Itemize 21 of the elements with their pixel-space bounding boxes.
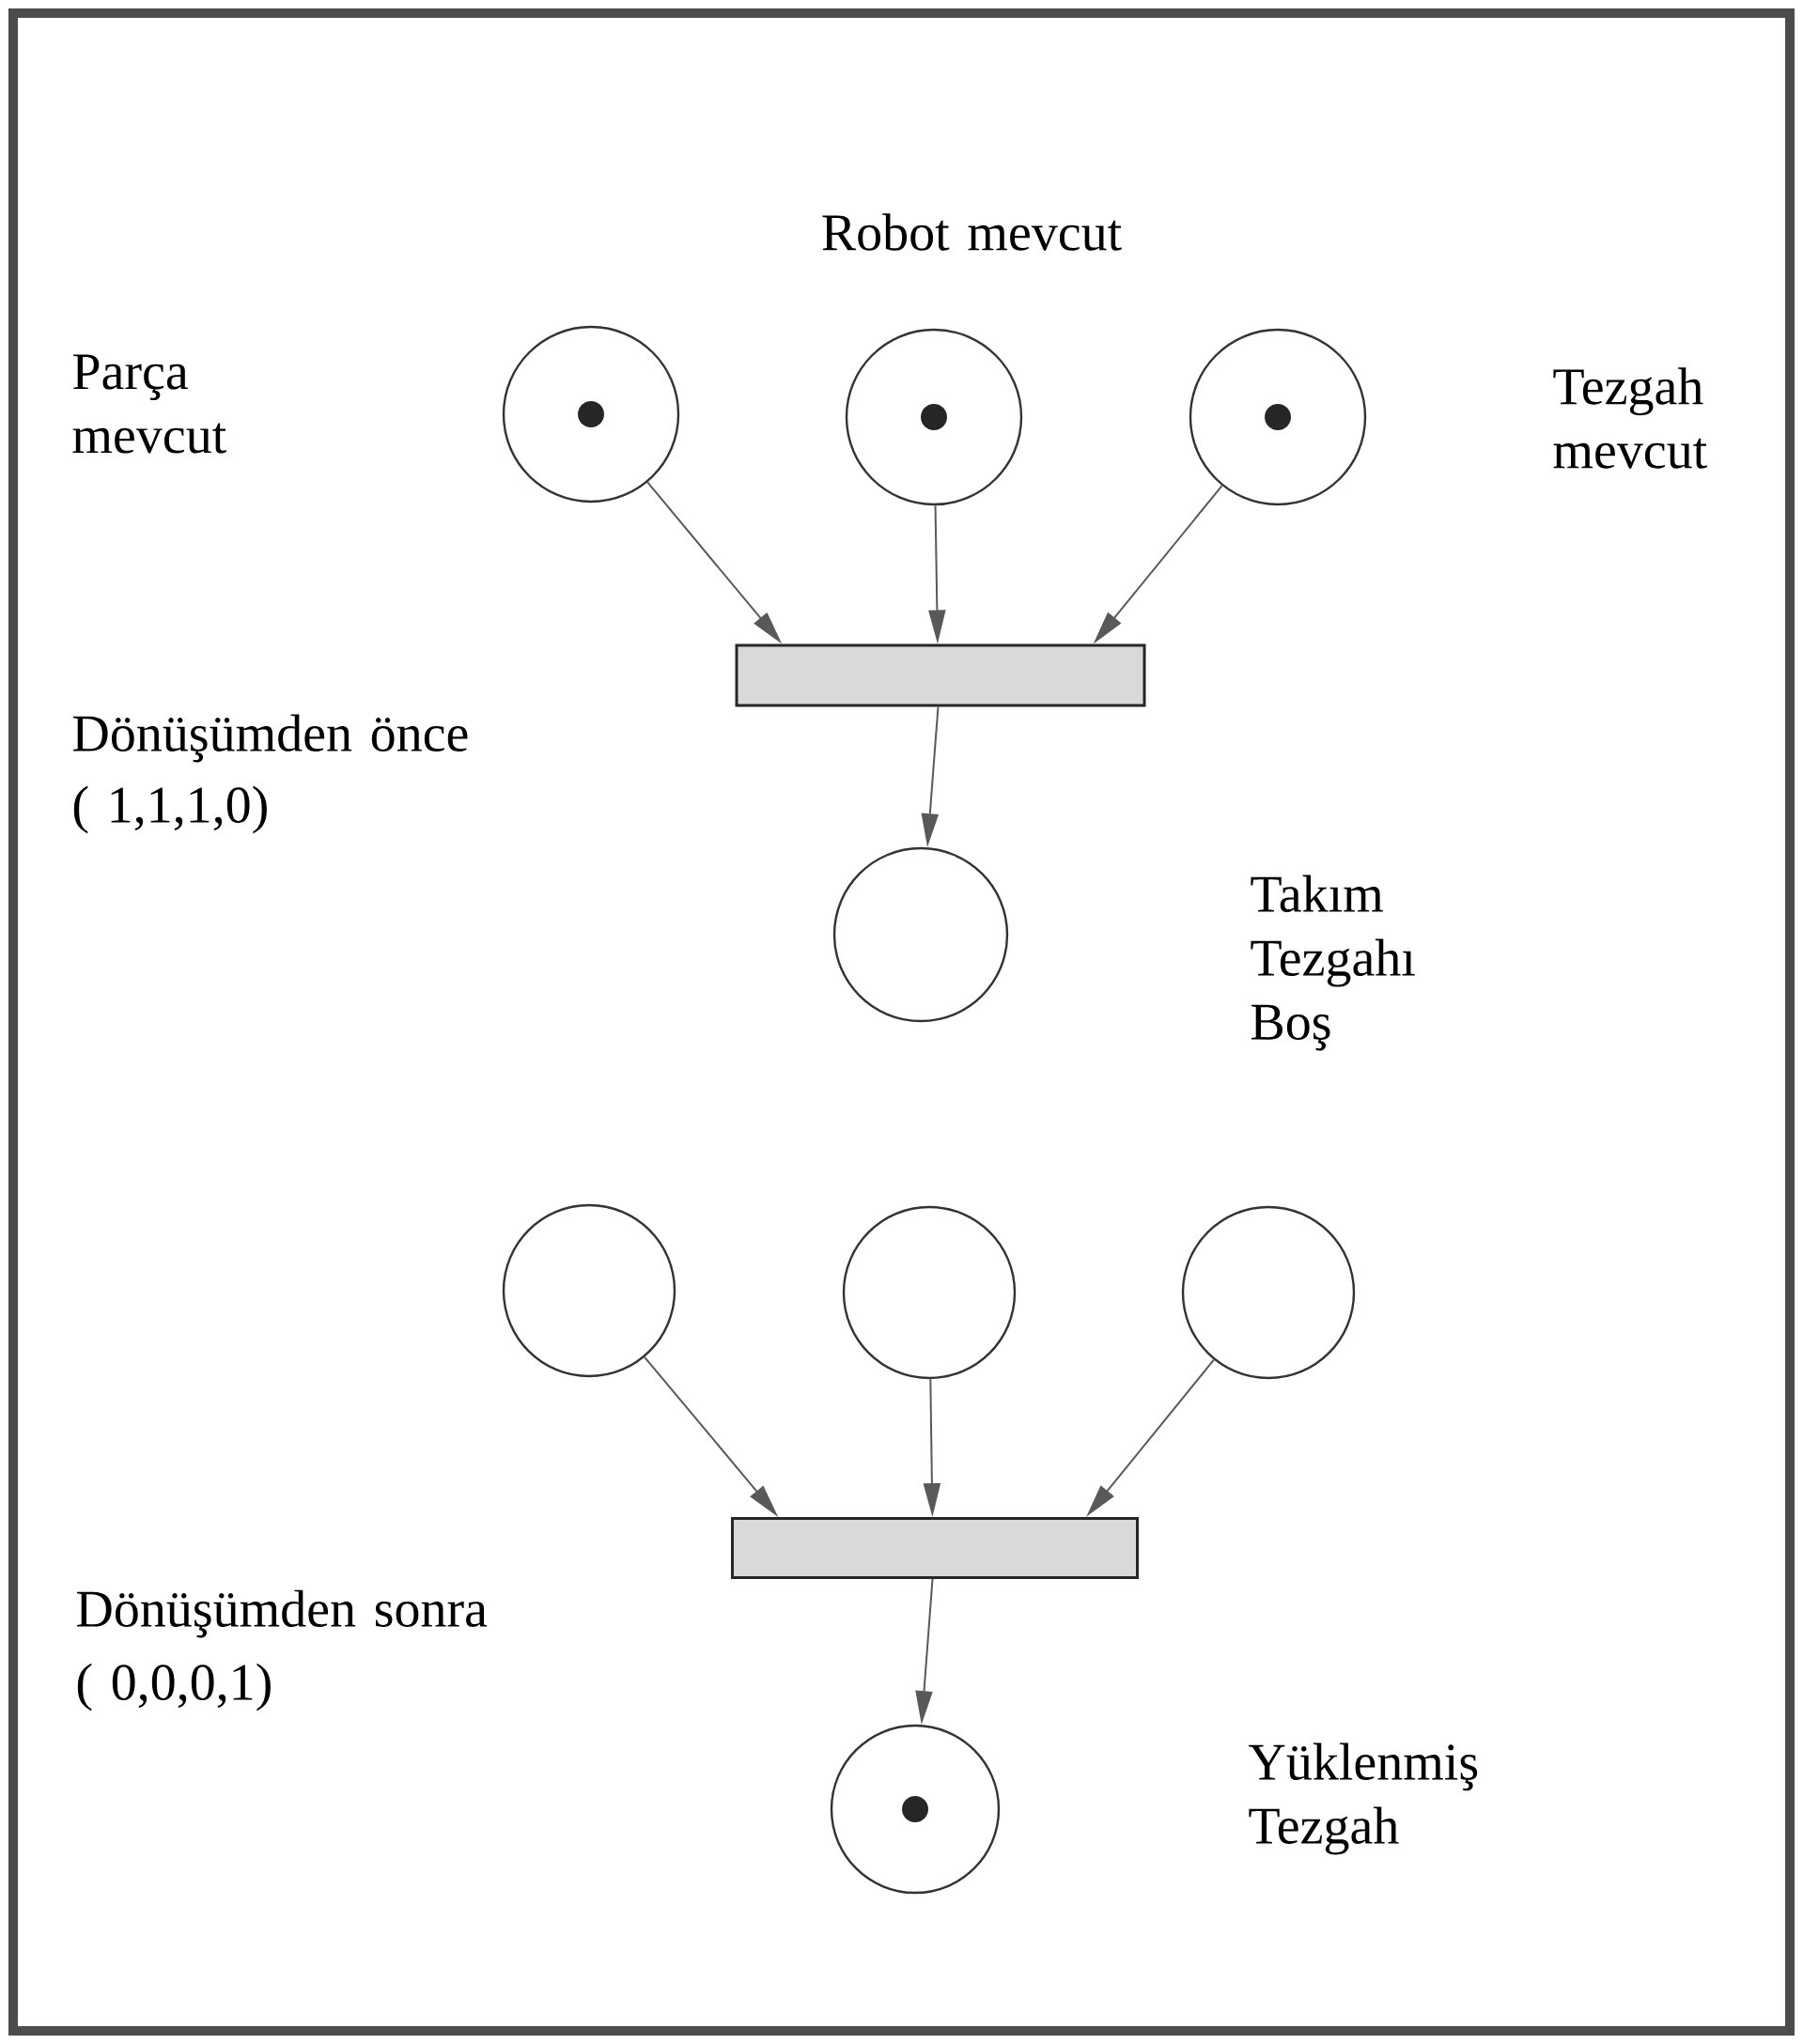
token-dot <box>902 1796 928 1823</box>
place-circle <box>502 325 680 503</box>
text-label: Takım Tezgahı Boş <box>1251 875 1415 1051</box>
text-label: ( 1,1,1,0) <box>73 785 267 834</box>
place-label: Robot mevcut <box>822 213 1122 251</box>
text-label: Yüklenmiş Tezgah <box>1249 1742 1478 1855</box>
text-label: ( 0,0,0,1) <box>77 1663 271 1711</box>
transition-bar <box>735 643 1146 707</box>
token-dot <box>921 404 947 430</box>
place-circle <box>842 1205 1017 1380</box>
text-label: Dönüşümden önce <box>73 714 468 763</box>
place-circle <box>1181 1205 1356 1380</box>
place-circle <box>502 1203 676 1378</box>
token-dot <box>578 401 604 427</box>
text-label: Dönüşümden sonra <box>77 1589 488 1638</box>
text-label: Parça mevcut <box>72 354 226 454</box>
token-dot <box>1265 404 1291 430</box>
place-label: Tezgah mevcut <box>1553 367 1707 469</box>
place-circle <box>832 846 1009 1023</box>
transition-bar <box>731 1517 1139 1579</box>
place-circle <box>830 1724 1001 1895</box>
